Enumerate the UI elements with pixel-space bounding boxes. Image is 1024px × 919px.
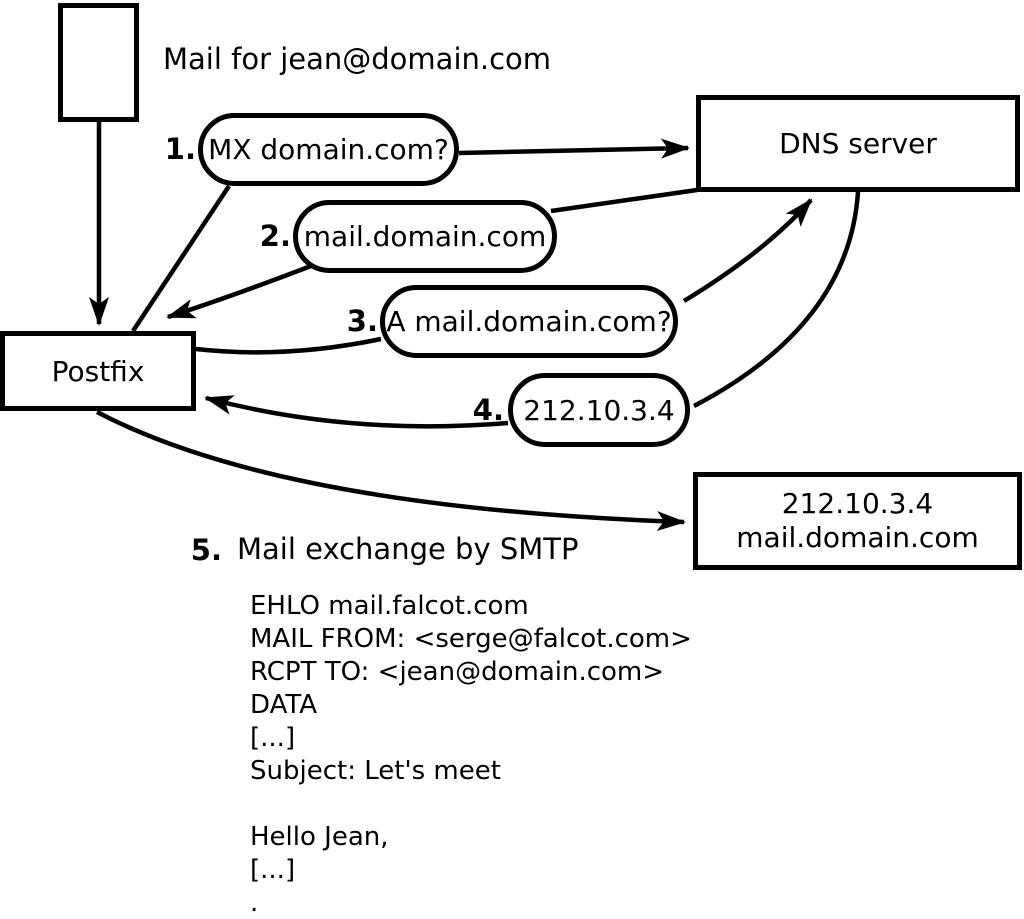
smtp-line-data: DATA: [250, 690, 317, 720]
mail-envelope-node: [58, 3, 139, 122]
step5-label: Mail exchange by SMTP: [237, 532, 579, 566]
mailserver-ip: 212.10.3.4: [781, 487, 934, 520]
smtp-line-ehlo: EHLO mail.falcot.com: [250, 591, 529, 621]
smtp-line-terminator-dot: .: [250, 888, 259, 918]
smtp-line-rcpt-to: RCPT TO: <jean@domain.com>: [250, 657, 665, 687]
query3-label: A mail.domain.com?: [386, 305, 672, 338]
mailserver-hostname: mail.domain.com: [736, 521, 979, 554]
arrow-postfix-to-mailserver: [95, 410, 686, 532]
smtp-line-blank: [250, 788, 692, 821]
query1-label: MX domain.com?: [208, 133, 449, 166]
step1-number: 1.: [164, 132, 196, 166]
query1-pill: MX domain.com?: [198, 113, 459, 186]
smtp-line-greeting: Hello Jean,: [250, 822, 389, 852]
mailserver-node: 212.10.3.4 mail.domain.com: [693, 472, 1022, 570]
reply2-label: mail.domain.com: [303, 220, 547, 253]
reply4-label: 212.10.3.4: [523, 393, 675, 427]
line-postfix-to-query3: [195, 336, 382, 355]
diagram-title: Mail for jean@domain.com: [163, 42, 552, 76]
arrow-query3-to-dns: [682, 198, 813, 303]
line-postfix-to-query1: [131, 184, 231, 333]
line-dns-to-reply2: [550, 187, 698, 214]
arrow-reply2-to-postfix: [166, 263, 312, 320]
dns-server-label: DNS server: [779, 127, 937, 160]
postfix-node: Postfix: [0, 331, 196, 411]
smtp-line-subject: Subject: Let's meet: [250, 756, 501, 786]
dns-server-node: DNS server: [696, 95, 1020, 192]
step2-number: 2.: [259, 219, 291, 253]
reply2-pill: mail.domain.com: [293, 200, 557, 273]
query3-pill: A mail.domain.com?: [380, 285, 678, 358]
arrow-query1-to-dns: [458, 138, 690, 159]
smtp-line-mail-from: MAIL FROM: <serge@falcot.com>: [250, 624, 692, 654]
step5-number: 5.: [190, 533, 222, 567]
arrow-reply4-to-postfix: [204, 395, 509, 429]
smtp-line-ellipsis-2: [...]: [250, 855, 296, 885]
reply4-pill: 212.10.3.4: [508, 373, 690, 447]
step3-number: 3.: [346, 304, 378, 338]
line-dns-to-reply4: [692, 191, 861, 408]
smtp-session-block: EHLO mail.falcot.com MAIL FROM: <serge@f…: [250, 590, 692, 919]
smtp-line-ellipsis-1: [...]: [250, 723, 296, 753]
postfix-label: Postfix: [51, 354, 145, 388]
step4-number: 4.: [472, 393, 504, 427]
